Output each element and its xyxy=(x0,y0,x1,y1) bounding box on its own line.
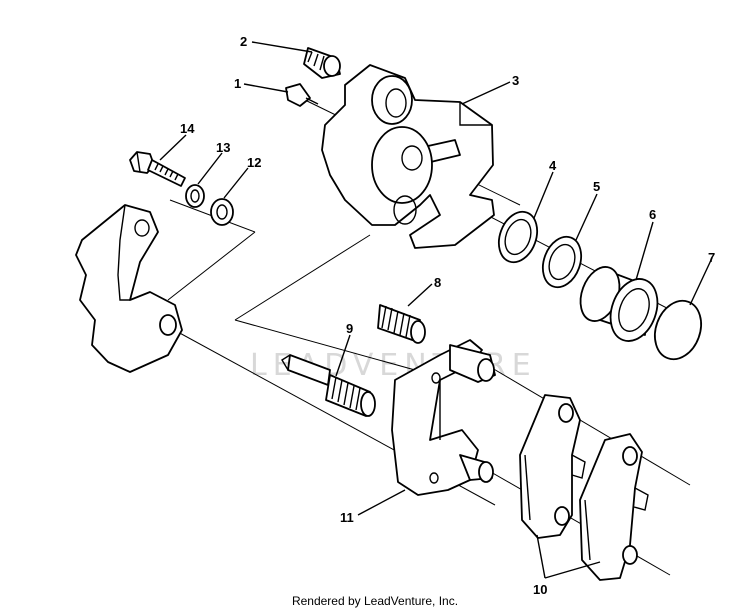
callout-label: 9 xyxy=(346,321,353,336)
leader-lines xyxy=(159,41,713,579)
mounting-bracket xyxy=(75,204,183,373)
callout-label: 8 xyxy=(434,275,441,290)
caliper-bracket-part-11 xyxy=(391,339,496,496)
callout-label: 1 xyxy=(234,76,241,91)
fitting-part-1 xyxy=(285,83,319,107)
footer-credit: Rendered by LeadVenture, Inc. xyxy=(291,594,459,608)
callout-label: 13 xyxy=(216,140,230,155)
callout-label: 7 xyxy=(708,250,715,265)
callout-label: 2 xyxy=(240,34,247,49)
piston-part-6 xyxy=(579,266,659,342)
brake-pad-inner-part-10 xyxy=(519,394,586,539)
callout-label: 11 xyxy=(340,510,354,525)
callout-label: 5 xyxy=(593,179,600,194)
callout-label: 3 xyxy=(512,73,519,88)
callout-label: 12 xyxy=(247,155,261,170)
spring-part-8 xyxy=(377,304,426,344)
bleeder-screw-part-2 xyxy=(303,47,341,79)
pin-part-9 xyxy=(281,354,376,417)
callout-label: 10 xyxy=(533,582,547,597)
brake-pad-outer-part-10 xyxy=(579,433,649,581)
callout-label: 14 xyxy=(180,121,195,136)
lock-washer-part-13 xyxy=(185,184,205,208)
callout-label: 4 xyxy=(549,158,557,173)
seal-part-4 xyxy=(497,210,539,264)
cap-part-7 xyxy=(654,299,702,361)
bolt-part-14 xyxy=(129,151,186,187)
flat-washer-part-12 xyxy=(210,198,234,226)
caliper-body-part-3 xyxy=(321,64,495,249)
callout-label: 6 xyxy=(649,207,656,222)
boot-part-5 xyxy=(541,235,583,289)
callout-labels: 2 1 3 4 5 6 7 8 9 10 11 12 13 14 xyxy=(180,34,715,597)
